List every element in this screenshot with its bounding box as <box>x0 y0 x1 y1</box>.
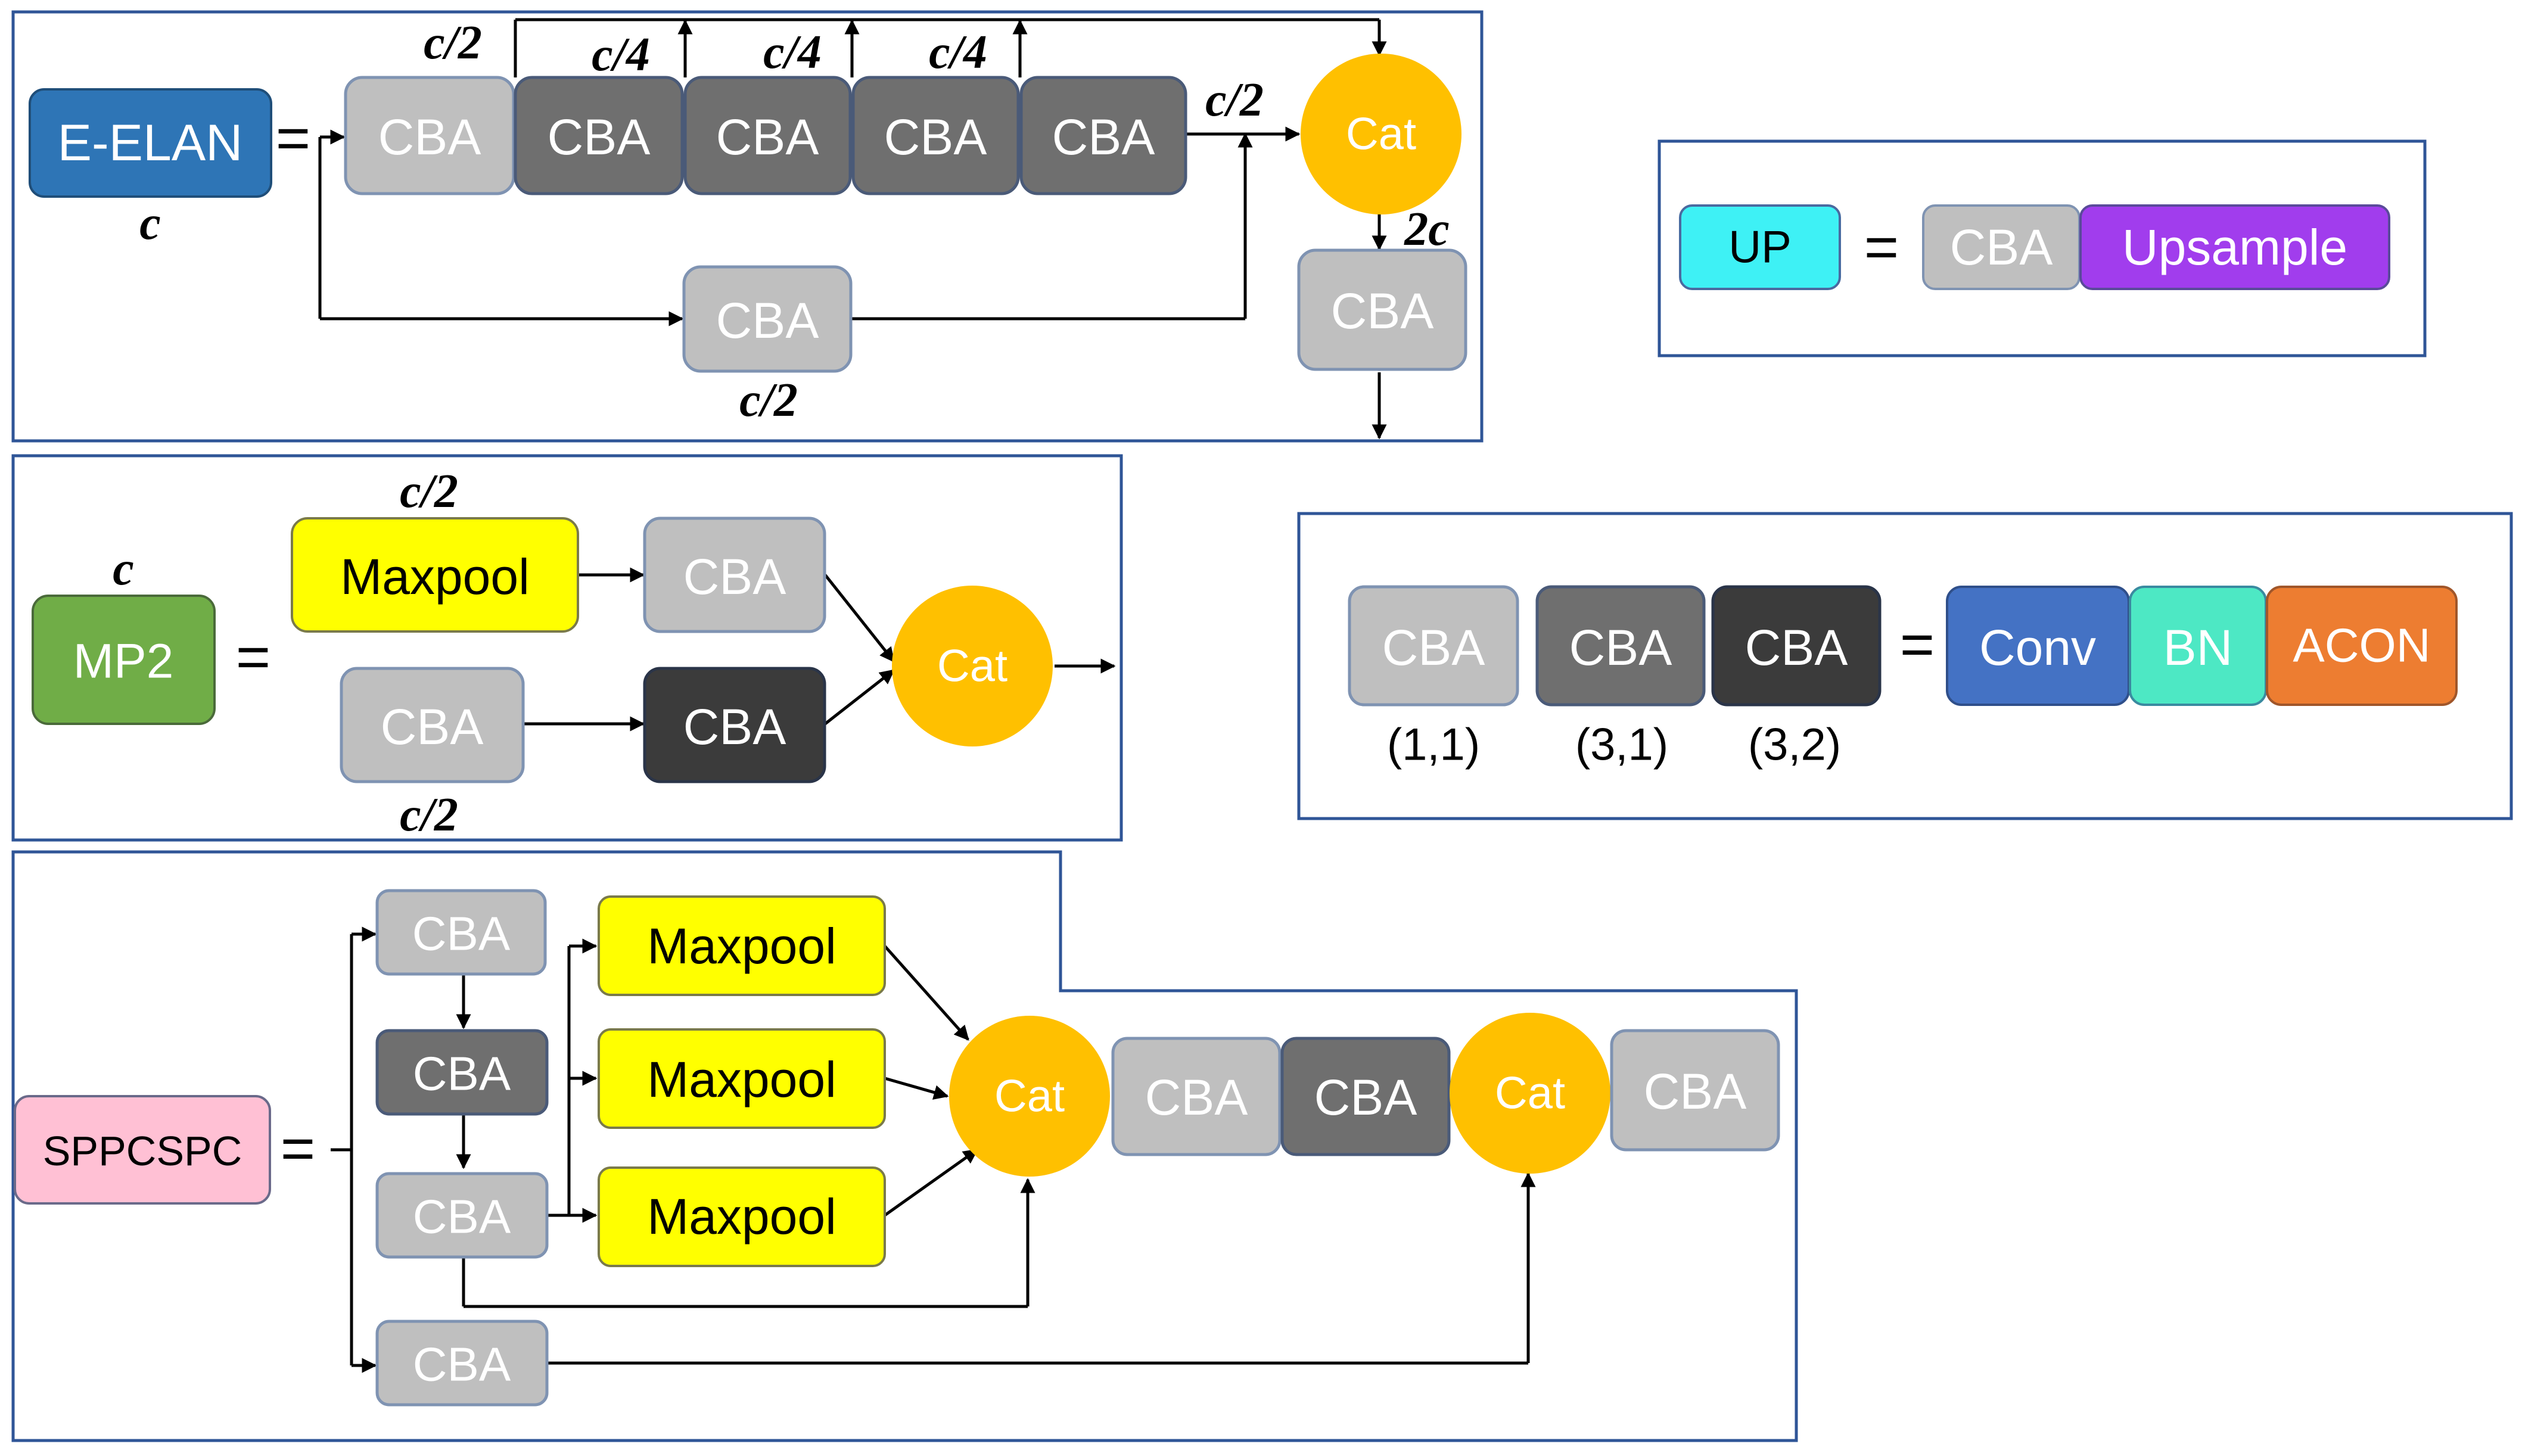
up-block-label: UP <box>1728 222 1792 273</box>
eelan-input-channels: c <box>139 197 161 250</box>
spp-cat-1 <box>949 1016 1110 1177</box>
eelan-cat <box>1301 54 1461 214</box>
eelan-cba-bypass <box>682 265 853 373</box>
spp-cba-5 <box>1111 1037 1282 1156</box>
spp-panel <box>11 850 1798 1442</box>
mp2-cat <box>892 586 1053 746</box>
spp-cba-3 <box>375 1172 549 1259</box>
spp-cat-2-label: Cat <box>1495 1068 1565 1119</box>
eelan-cba-4-label: CBA <box>884 109 987 165</box>
mp2-cba-1-label: CBA <box>683 549 786 605</box>
mp2-cba-3 <box>643 667 826 783</box>
mp2-panel <box>11 454 1123 842</box>
spp-maxpool-3 <box>598 1166 886 1267</box>
spp-cba-7 <box>1610 1029 1780 1152</box>
legend-param-2: (3,1) <box>1575 720 1668 770</box>
legend-cba-mid-label: CBA <box>1569 620 1672 676</box>
up-panel <box>1658 139 2427 357</box>
eelan-cba-bypass-label: CBA <box>716 293 819 349</box>
eelan-block <box>29 88 272 198</box>
spp-cba-5-label: CBA <box>1145 1069 1248 1125</box>
eelan-cba-out <box>1297 248 1467 371</box>
eelan-cba-2-label: CBA <box>548 109 651 165</box>
eelan-cba-1 <box>344 76 515 195</box>
spp-cba-1-label: CBA <box>412 907 511 960</box>
spp-cba-6-label: CBA <box>1314 1069 1417 1125</box>
mp2-label-c2-bottom: c/2 <box>400 789 458 841</box>
eelan-label-c4-a: c/4 <box>592 29 650 81</box>
spp-cat-1-label: Cat <box>994 1071 1065 1122</box>
spp-cba-2-label: CBA <box>413 1047 511 1100</box>
legend-cba-dark <box>1711 585 1882 707</box>
spp-block <box>14 1095 271 1205</box>
legend-acon-label: ACON <box>2293 619 2430 672</box>
mp2-equals: = <box>236 624 270 690</box>
legend-cba-light-label: CBA <box>1382 620 1485 676</box>
spp-block-label: SPPCSPC <box>43 1128 242 1174</box>
legend-conv-label: Conv <box>1979 620 2096 676</box>
eelan-label-c2-top: c/2 <box>424 17 482 69</box>
mp2-label-c2-top: c/2 <box>400 465 458 518</box>
eelan-cba-5-label: CBA <box>1052 109 1155 165</box>
mp2-block-label: MP2 <box>73 634 174 689</box>
up-block <box>1679 204 1841 290</box>
eelan-block-label: E-ELAN <box>58 114 243 172</box>
eelan-label-c4-c: c/4 <box>929 26 987 79</box>
spp-cba-7-label: CBA <box>1644 1063 1747 1119</box>
mp2-cba-2 <box>340 667 525 783</box>
up-upsample <box>2079 204 2390 290</box>
eelan-label-c2-bottom: c/2 <box>739 374 798 427</box>
eelan-cat-label: Cat <box>1346 109 1416 160</box>
mp2-cat-label: Cat <box>937 641 1007 692</box>
eelan-cba-3-label: CBA <box>716 109 819 165</box>
legend-cba-light <box>1348 585 1519 707</box>
eelan-cba-3 <box>683 76 852 195</box>
legend-equals: = <box>1900 611 1935 678</box>
eelan-cba-1-label: CBA <box>378 109 481 165</box>
mp2-cba-1 <box>643 517 826 633</box>
mp2-connectors <box>523 567 1116 732</box>
spp-maxpool-1 <box>598 895 886 996</box>
legend-acon <box>2266 586 2458 706</box>
spp-connectors <box>331 926 1536 1373</box>
legend-panel <box>1297 512 2513 820</box>
mp2-cba-3-label: CBA <box>683 699 786 755</box>
legend-param-1: (1,1) <box>1387 720 1480 770</box>
up-equals: = <box>1864 214 1899 281</box>
eelan-equals: = <box>276 105 310 172</box>
eelan-label-c4-b: c/4 <box>763 26 822 79</box>
legend-param-3: (3,2) <box>1748 720 1841 770</box>
spp-cba-4 <box>375 1320 549 1407</box>
spp-equals: = <box>281 1115 315 1182</box>
up-cba-label: CBA <box>1950 219 2053 275</box>
spp-maxpool-2 <box>598 1028 886 1129</box>
eelan-panel <box>11 10 1484 443</box>
eelan-cba-2 <box>514 76 684 195</box>
spp-cat-2 <box>1450 1013 1610 1174</box>
spp-maxpool-1-label: Maxpool <box>647 918 836 974</box>
mp2-block <box>32 595 216 725</box>
spp-cba-1 <box>375 889 547 976</box>
eelan-cba-5 <box>1019 76 1187 195</box>
legend-bn-label: BN <box>2163 620 2233 676</box>
eelan-cba-4 <box>851 76 1020 195</box>
legend-cba-dark-label: CBA <box>1745 620 1848 676</box>
spp-maxpool-2-label: Maxpool <box>647 1051 836 1107</box>
eelan-label-c2-right: c/2 <box>1205 74 1264 126</box>
mp2-maxpool <box>291 517 579 633</box>
eelan-connectors <box>318 18 1387 440</box>
spp-cba-4-label: CBA <box>413 1338 511 1391</box>
eelan-label-2c: 2c <box>1404 203 1450 256</box>
mp2-cba-2-label: CBA <box>381 699 484 755</box>
up-upsample-label: Upsample <box>2122 219 2347 275</box>
mp2-maxpool-label: Maxpool <box>340 549 530 605</box>
eelan-cba-out-label: CBA <box>1331 283 1434 339</box>
legend-cba-mid <box>1535 585 1706 707</box>
spp-maxpool-3-label: Maxpool <box>647 1189 836 1245</box>
mp2-input-channels: c <box>113 543 134 595</box>
spp-cba-6 <box>1280 1037 1451 1156</box>
spp-cba-3-label: CBA <box>413 1190 511 1243</box>
spp-cba-2 <box>375 1029 549 1116</box>
